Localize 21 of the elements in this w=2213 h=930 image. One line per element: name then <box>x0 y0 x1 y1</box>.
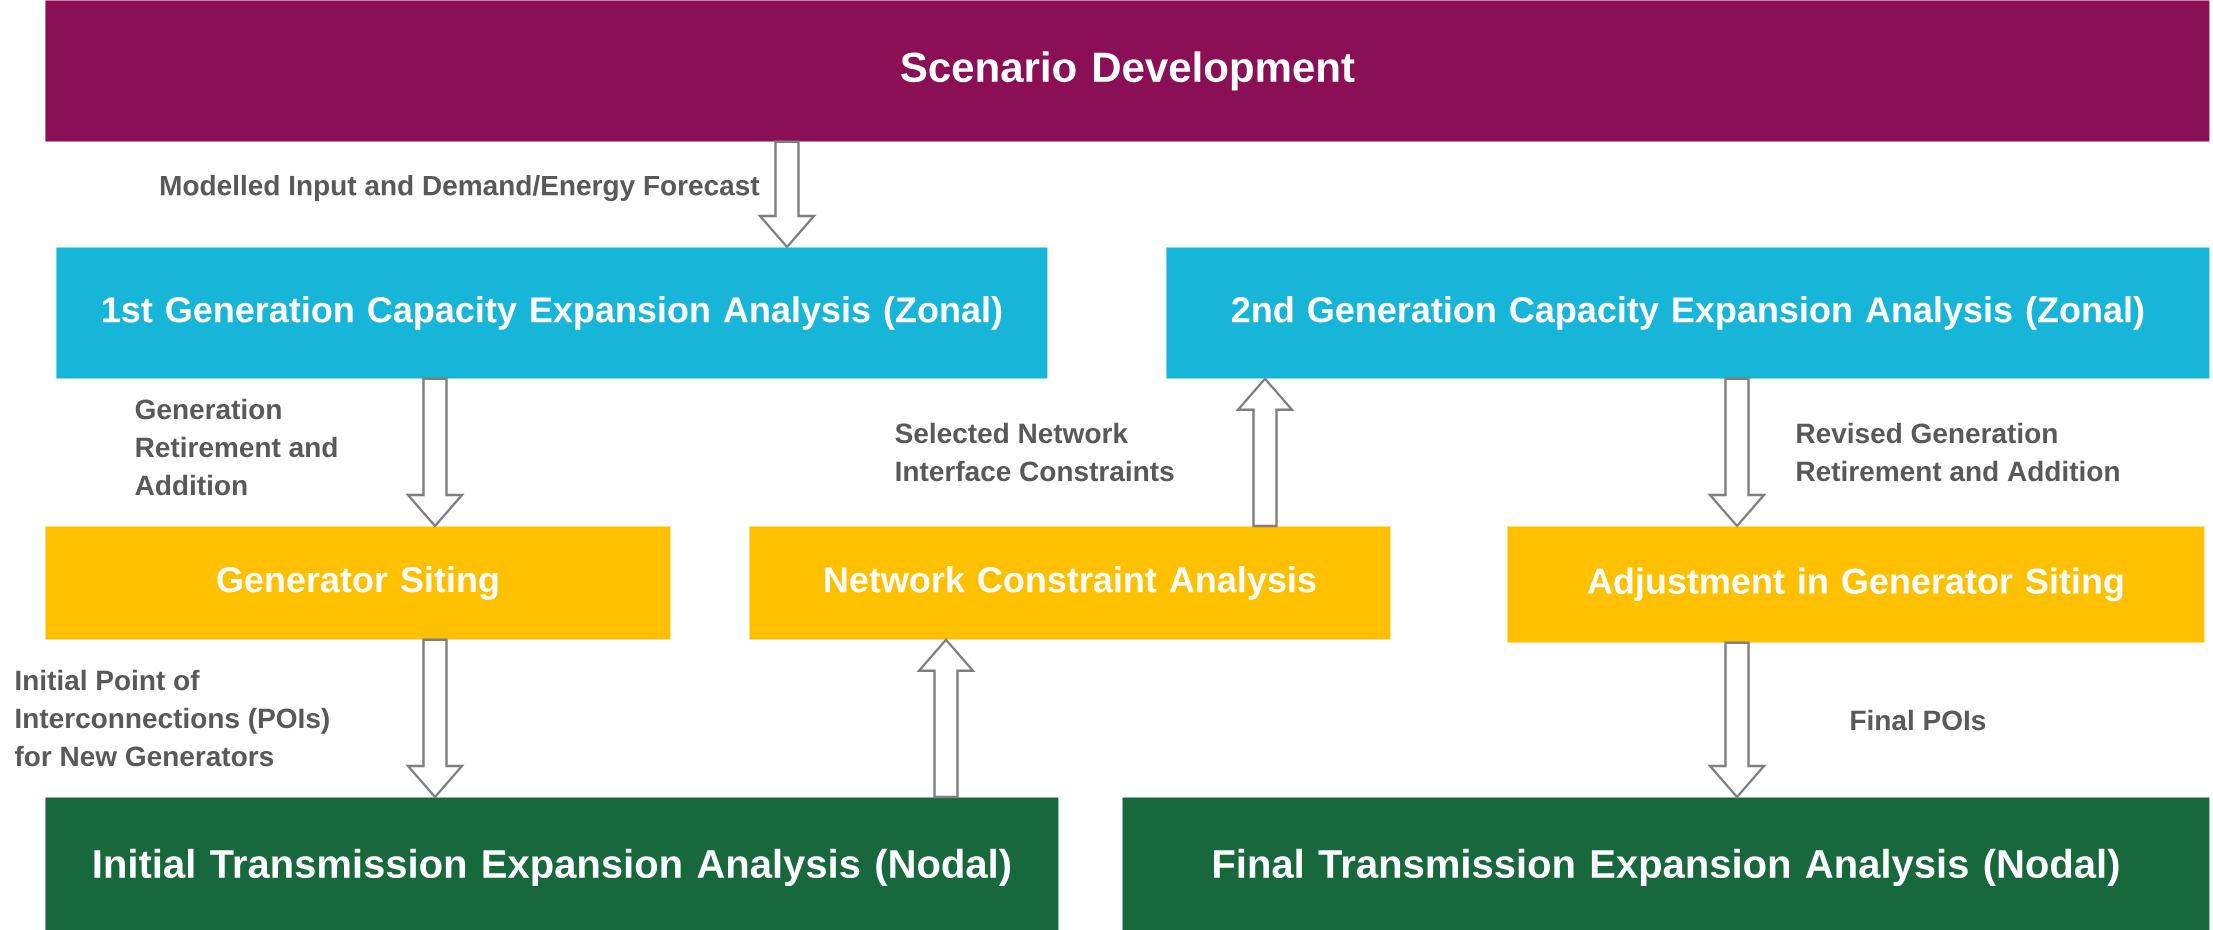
edge-label: Revised Generation Retirement and Addition <box>1797 422 2119 482</box>
block-arrow <box>1707 377 1767 528</box>
process-box: Network Constraint Analysis <box>749 526 1391 640</box>
edge-label: Final POIs <box>1851 709 1986 731</box>
block-arrow <box>916 637 976 799</box>
title-bar: Scenario Development <box>45 0 2210 142</box>
process-box: Generator Siting <box>45 526 671 640</box>
block-arrow <box>405 377 465 528</box>
analysis-box: Final Transmission Expansion Analysis (Nodal) <box>1122 797 2210 930</box>
edge-label: Initial Point of Interconnections (POIs) for New Generators <box>14 669 329 767</box>
process-box: Adjustment in Generator Siting <box>1507 526 2205 643</box>
block-arrow <box>757 140 817 249</box>
block-arrow <box>405 638 465 799</box>
edge-label: Generation Retirement and Addition <box>135 398 337 496</box>
block-arrow <box>1235 376 1295 528</box>
analysis-box: 1st Generation Capacity Expansion Analysis (Zonal) <box>56 247 1048 379</box>
analysis-box: 2nd Generation Capacity Expansion Analysis (Zonal) <box>1166 247 2210 379</box>
block-arrow <box>1707 641 1767 799</box>
analysis-box: Initial Transmission Expansion Analysis (Nodal) <box>45 797 1059 930</box>
edge-label: Modelled Input and Demand/Energy Forecast <box>160 174 760 202</box>
edge-label: Selected Network Interface Constraints <box>895 422 1174 482</box>
